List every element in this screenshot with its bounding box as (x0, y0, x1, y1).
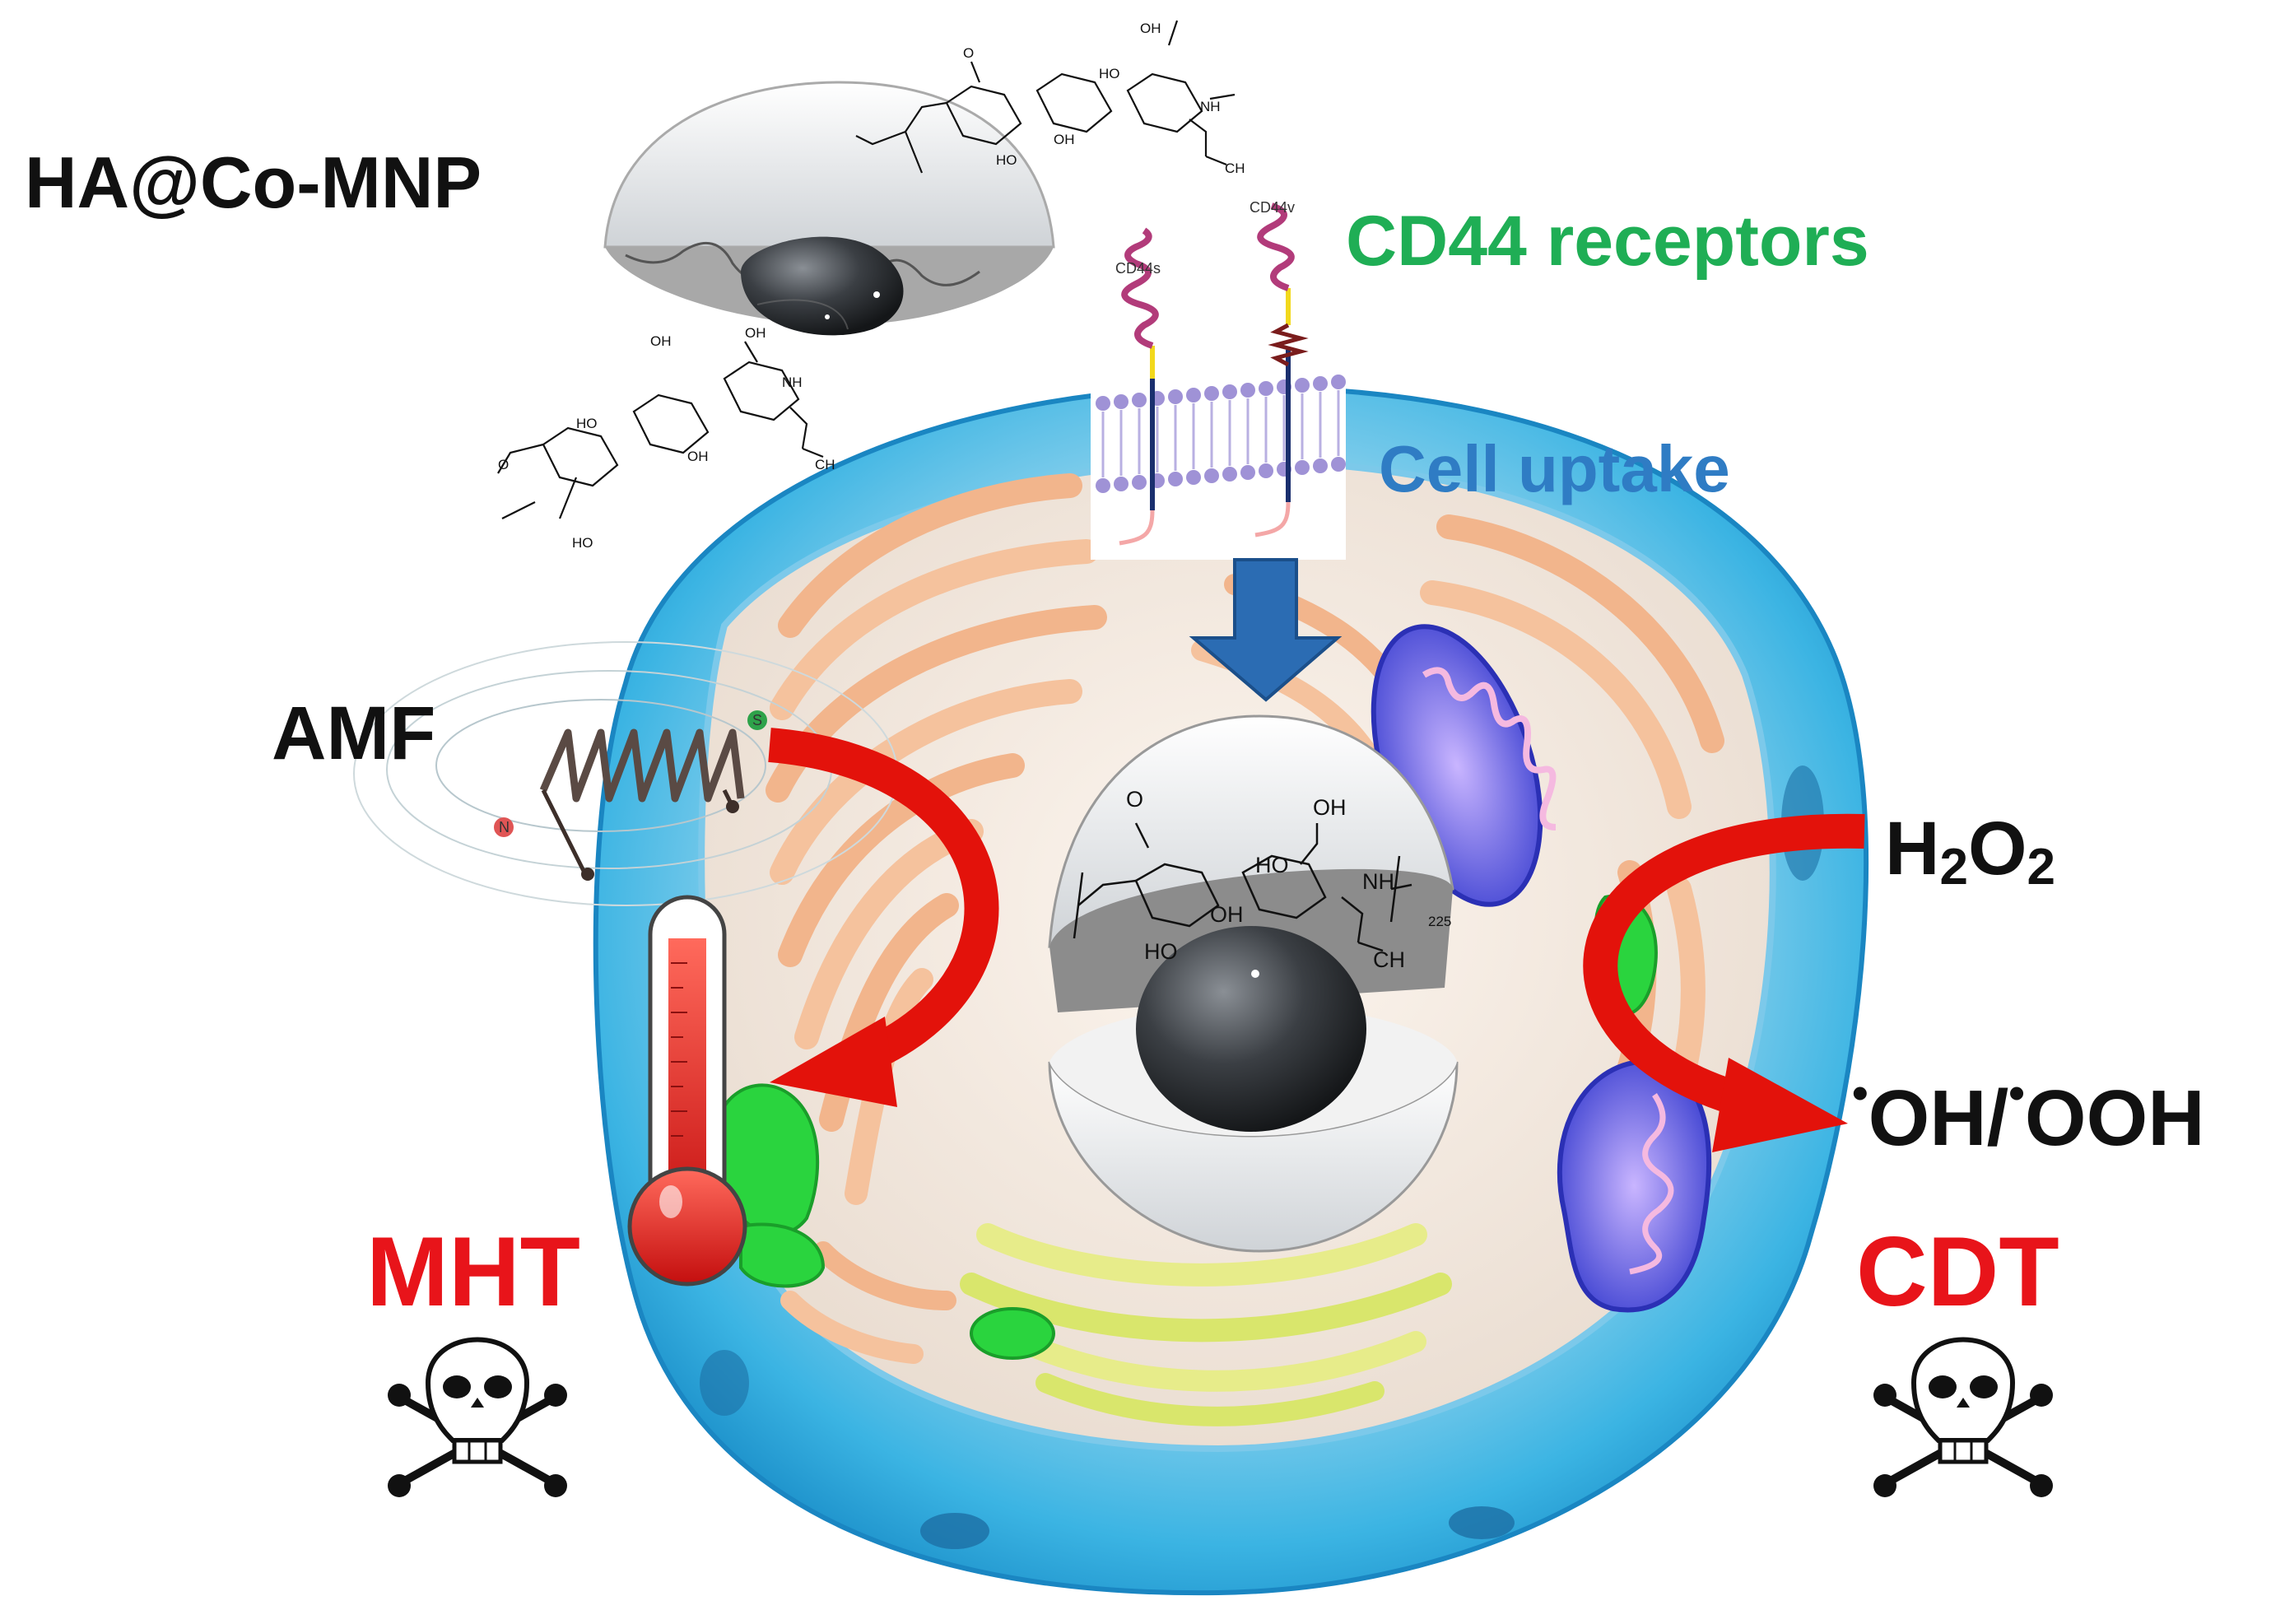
skull-icon-left (388, 1337, 567, 1497)
svg-text:OH: OH (1054, 132, 1075, 147)
svg-text:HO: HO (1099, 66, 1120, 81)
svg-text:OH: OH (687, 449, 709, 464)
svg-text:OH: OH (745, 325, 766, 341)
south-pole-label: S (752, 712, 762, 728)
thermometer-icon (627, 895, 747, 1287)
central-chemistry-labels: O OH HO NH OH HO CH 225 (1126, 787, 1451, 972)
svg-text:OH: OH (1313, 795, 1347, 820)
radical-products-label: •OH/•OOH (1852, 1067, 2205, 1162)
cd44-receptors-label: CD44 receptors (1346, 202, 1869, 281)
uptake-arrow (1189, 558, 1343, 702)
title-label: HA@Co-MNP (25, 142, 482, 223)
svg-text:OH: OH (650, 333, 672, 349)
h2o2-radical-arrow (1583, 813, 1865, 1152)
central-nanoparticle (1048, 714, 1459, 1253)
svg-text:HO: HO (1255, 853, 1289, 877)
cdt-label: CDT (1856, 1217, 2059, 1327)
cell-uptake-label: Cell uptake (1379, 432, 1730, 505)
svg-text:CH: CH (815, 457, 835, 472)
svg-text:O: O (1126, 787, 1143, 812)
svg-text:CH: CH (1225, 161, 1245, 176)
skull-icon-right (1873, 1337, 2053, 1497)
membrane-patch (1091, 350, 1346, 560)
north-pole-label: N (499, 819, 510, 835)
ha-chemistry-top (855, 20, 1236, 174)
amf-heat-arrow (768, 728, 999, 1107)
cd44v-receptor: CD44v (1250, 199, 1309, 367)
ha-chemistry-left (497, 341, 824, 519)
svg-text:HO: HO (572, 535, 593, 551)
h2o2-label: H2O2 (1885, 807, 2055, 896)
ha-chemistry-left-labels: OH OH NH HO OH HO O CH (498, 325, 835, 551)
svg-text:225: 225 (1428, 914, 1451, 929)
svg-text:HO: HO (576, 416, 598, 431)
svg-text:CH: CH (1373, 947, 1405, 972)
ha-chemistry-top-labels: O OH HO NH CH OH HO (963, 21, 1245, 176)
cd44v-label: CD44v (1250, 199, 1295, 216)
top-nanoparticle (603, 81, 1055, 336)
svg-text:HO: HO (1144, 939, 1178, 964)
mitochondrion-bottom (1557, 1059, 1711, 1313)
central-chemistry (1073, 822, 1412, 952)
cd44s-label: CD44s (1115, 260, 1161, 277)
svg-text:O: O (498, 457, 509, 472)
svg-text:NH: NH (1200, 99, 1221, 114)
svg-text:OH: OH (1210, 902, 1244, 927)
svg-text:O: O (963, 45, 974, 61)
mht-label: MHT (366, 1217, 580, 1327)
svg-text:OH: OH (1140, 21, 1161, 36)
cd44s-receptor: CD44s (1115, 227, 1161, 379)
amf-label: AMF (272, 691, 436, 775)
golgi-apparatus (960, 1223, 1452, 1426)
svg-text:NH: NH (782, 375, 803, 390)
svg-text:HO: HO (996, 152, 1017, 168)
svg-text:NH: NH (1362, 869, 1394, 894)
